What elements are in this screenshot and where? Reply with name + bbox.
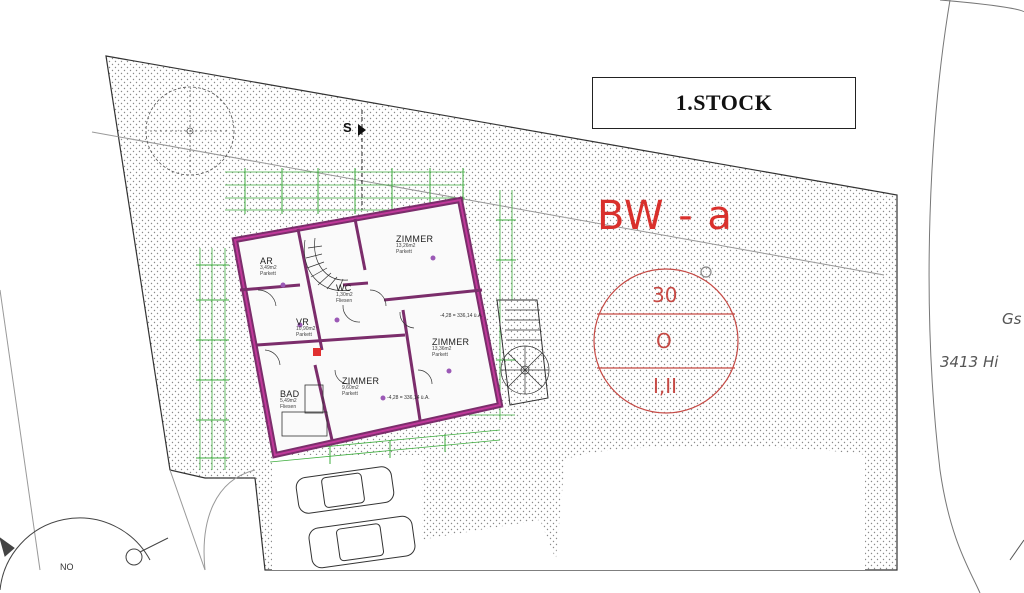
- dimension-ticks: [196, 168, 516, 464]
- tree-symbol: [145, 86, 235, 176]
- room-vr: VR 10,90m2 Parkett: [296, 317, 316, 338]
- floor-title: 1.STOCK: [675, 90, 773, 115]
- title-box: 1.STOCK: [592, 77, 856, 129]
- building-floor-plan: [231, 196, 504, 459]
- room-zimmer-top: ZIMMER 13,26m2 Parkett: [396, 234, 434, 255]
- section-arrow-icon: [358, 124, 366, 136]
- address-line-2: 3413 Hi: [940, 353, 999, 371]
- zoning-badge: [593, 266, 739, 414]
- room-zimmer-right: ZIMMER 13,36m2 Parkett: [432, 337, 470, 358]
- room-bad: BAD 5,49m2 Fliesen: [280, 389, 300, 410]
- badge-construction: O: [656, 329, 672, 353]
- dimension-lines: [199, 171, 515, 470]
- address-line-1: Gs: [1002, 310, 1022, 328]
- section-marker: S: [343, 120, 352, 135]
- badge-height: 30: [652, 283, 678, 307]
- room-ar: AR 3,49m2 Parkett: [260, 256, 277, 277]
- zoning-label: BW - a: [597, 193, 733, 239]
- badge-floors: I,II: [653, 374, 678, 398]
- spiral-staircase: [496, 299, 550, 406]
- parked-cars: [295, 466, 416, 569]
- compass-symbol: [0, 517, 169, 591]
- room-wc: WC 1,30m2 Fliesen: [336, 283, 353, 304]
- compass-label: NO: [60, 562, 74, 572]
- level-label-1: -4,28 = 336,14 ü.A.: [440, 313, 483, 319]
- room-zimmer-bottom: ZIMMER 9,60m2 Parkett: [342, 376, 380, 397]
- level-label-2: -4,28 = 336,14 ü.A.: [387, 395, 430, 401]
